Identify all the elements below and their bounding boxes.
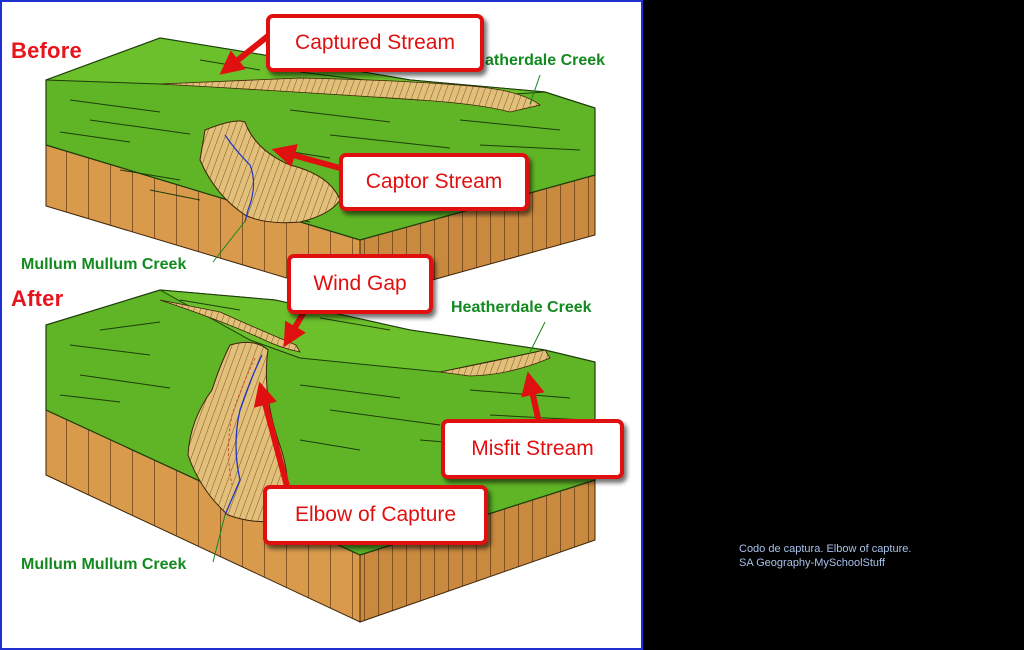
after-misfit-valley	[439, 349, 551, 377]
elbow-capture-arrow	[253, 381, 291, 493]
after-heading: After	[11, 286, 64, 311]
before-heatherdale-leader	[529, 74, 541, 105]
after-mullum-leader	[212, 514, 226, 563]
misfit-stream-arrow	[521, 371, 545, 421]
captured-stream-arrow	[219, 33, 271, 75]
before-mullum-leader	[212, 219, 247, 263]
after-heatherdale-label: Heatherdale Creek	[451, 299, 592, 316]
elbow-of-capture-callout: Elbow of Capture	[263, 485, 488, 545]
captor-stream-arrow	[271, 143, 343, 171]
caption: Codo de captura. Elbow of capture. SA Ge…	[739, 542, 911, 570]
after-mullum-label: Mullum Mullum Creek	[21, 556, 187, 573]
before-heading: Before	[11, 38, 82, 63]
before-captured-stream-channel	[159, 77, 541, 113]
before-heatherdale-label: atherdale Creek	[485, 52, 606, 69]
caption-line-2: SA Geography-MySchoolStuff	[739, 557, 885, 569]
after-capture-stream-bank	[228, 357, 256, 486]
before-captor-stream-line	[224, 134, 255, 223]
after-capture-stream-line	[224, 354, 263, 516]
captured-stream-callout: Captured Stream	[266, 14, 484, 72]
after-heatherdale-leader	[529, 321, 546, 353]
misfit-stream-callout: Misfit Stream	[441, 419, 624, 479]
wind-gap-callout: Wind Gap	[287, 254, 433, 314]
caption-line-1: Codo de captura. Elbow of capture.	[739, 543, 912, 555]
stream-capture-diagram	[45, 33, 596, 623]
captor-stream-callout: Captor Stream	[339, 153, 529, 211]
before-block	[45, 37, 596, 301]
wind-gap-arrow	[283, 307, 308, 348]
after-abandoned-channel	[159, 299, 301, 353]
before-mullum-label: Mullum Mullum Creek	[21, 256, 187, 273]
